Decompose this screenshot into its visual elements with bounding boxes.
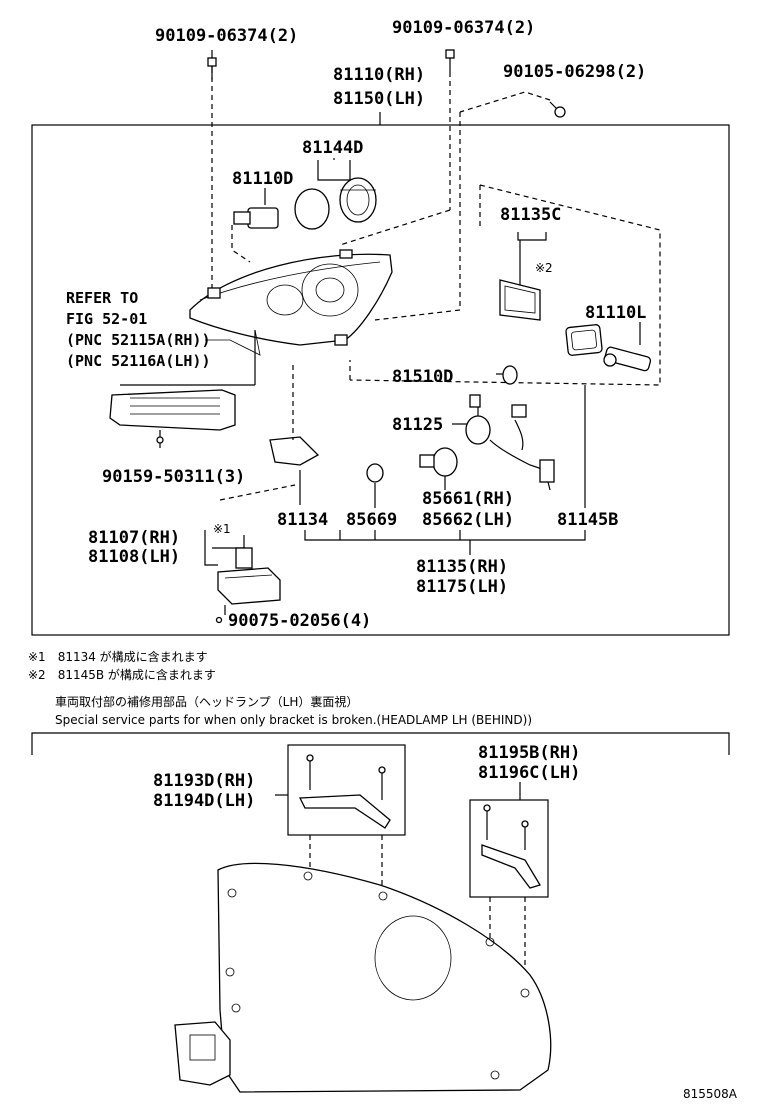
label-note2-mark: ※2 (535, 261, 553, 275)
label-81135: 81135(RH) (416, 557, 508, 577)
label-81510d: 81510D (392, 367, 453, 387)
bulb-d-icon (233, 207, 279, 229)
label-unit-lh: 81150(LH) (333, 89, 425, 109)
caption-english: Special service parts for when only brac… (55, 713, 532, 727)
adjuster-box-icon (217, 547, 281, 605)
connector-block-icon (109, 389, 236, 431)
caption-japanese: 車両取付部の補修用部品（ヘッドランプ（LH）裏面視） (55, 694, 358, 709)
label-screw-right: 90105-06298(2) (503, 62, 646, 82)
o-ring-icon (366, 463, 384, 483)
label-81196c: 81196C(LH) (478, 763, 580, 783)
bolt-left-icon (207, 57, 217, 80)
label-81194d: 81194D(LH) (153, 791, 255, 811)
label-81107: 81107(RH) (88, 528, 180, 548)
bracket-1-icon (298, 754, 391, 829)
label-note1-mark: ※1 (213, 522, 231, 536)
gasket-icon (565, 324, 603, 356)
bracket-c-icon (499, 279, 541, 321)
lower-frame (31, 732, 730, 755)
label-screw-lower: 90159-50311(3) (102, 467, 245, 487)
label-bulb-d: 81110D (232, 169, 293, 189)
label-81108: 81108(LH) (88, 547, 180, 567)
label-85662: 85662(LH) (422, 510, 514, 530)
label-85669: 85669 (346, 510, 397, 530)
label-refer-4: (PNC 52116A(LH)) (66, 352, 211, 370)
wire-harness-icon (489, 404, 555, 491)
ring-icon (294, 188, 330, 230)
label-socket-c: 81135C (500, 205, 561, 225)
figure-id: 815508A (683, 1087, 738, 1101)
label-81145b: 81145B (557, 510, 618, 530)
label-81175: 81175(LH) (416, 577, 508, 597)
label-screw-bottom: 90075-02056(4) (228, 611, 371, 631)
bracket-2-icon (481, 804, 541, 889)
bulb-l-icon (603, 346, 652, 372)
bulb-85661-icon (419, 447, 458, 477)
label-ring: 81144D (302, 138, 363, 158)
gasket-81134-icon (269, 436, 320, 466)
label-bolt-left: 90109-06374(2) (155, 26, 298, 46)
bolt-mid-icon (445, 49, 455, 72)
note-2: ※2 81145B が構成に含まれます (28, 667, 216, 682)
label-81125: 81125 (392, 415, 443, 435)
label-bulb-l: 81110L (585, 303, 646, 323)
bracket-box-1 (287, 744, 406, 836)
screw-right-icon (549, 101, 566, 118)
label-81134: 81134 (277, 510, 328, 530)
socket-ring-icon (339, 177, 377, 223)
label-81195b: 81195B(RH) (478, 743, 580, 763)
headlamp-back-icon (174, 862, 552, 1093)
label-refer-3: (PNC 52115A(RH)) (66, 331, 211, 349)
label-refer-1: REFER TO (66, 289, 138, 307)
headlamp-unit-icon (189, 249, 393, 346)
small-bulb-icon (502, 365, 518, 385)
label-bolt-mid: 90109-06374(2) (392, 18, 535, 38)
bracket-box-2 (469, 799, 549, 898)
label-unit-rh: 81110(RH) (333, 65, 425, 85)
socket-81125-icon (465, 394, 491, 445)
note-1: ※1 81134 が構成に含まれます (28, 649, 208, 664)
label-81193d: 81193D(RH) (153, 771, 255, 791)
label-refer-2: FIG 52-01 (66, 310, 147, 328)
label-85661: 85661(RH) (422, 489, 514, 509)
